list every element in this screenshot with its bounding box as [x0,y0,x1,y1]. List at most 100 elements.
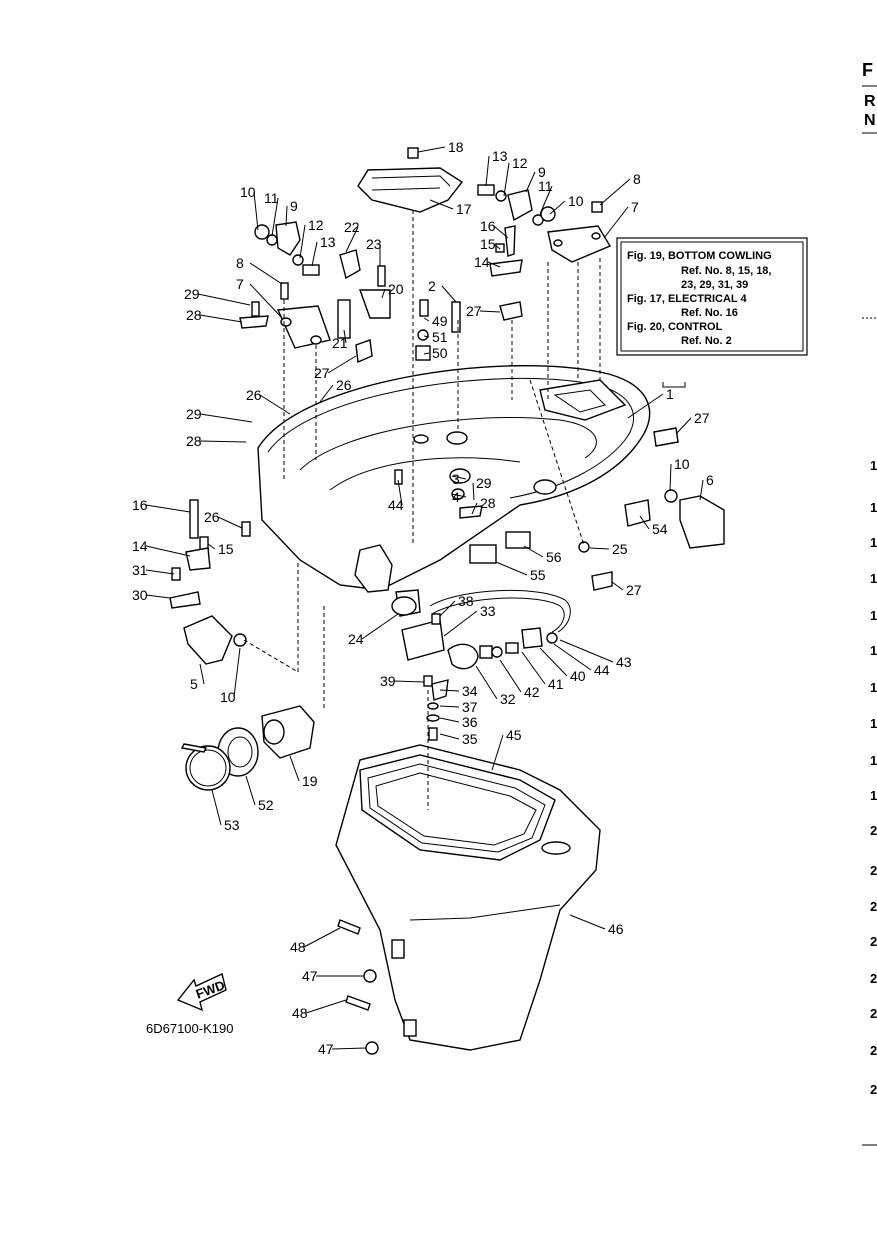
callout-leader [699,479,704,501]
part-callout: 28 [186,307,202,323]
edge-row-number: 2 [870,1043,877,1058]
callout-leader [249,262,283,285]
callout-leader [311,241,318,267]
callout-leader [245,775,256,806]
callout-leader [429,199,454,210]
callout-leader [417,146,446,153]
part-callout: 16 [480,218,496,234]
part-callout: 22 [344,219,360,235]
part-callout: 11 [538,178,553,194]
callout-leader [485,155,490,187]
part-callout: 45 [506,727,522,743]
part-callout: 53 [224,817,240,833]
edge-row-number: 1 [870,608,877,623]
callout-leader [503,162,510,197]
part-callout: 41 [548,676,564,692]
edge-letter: R [864,93,876,110]
part-callout: 26 [336,377,352,393]
small-parts: FWD 6D67100-K190 [146,147,725,1055]
callout-leader [439,705,460,708]
callout-leader [675,417,692,435]
ref-line: Fig. 20, CONTROL [627,321,723,333]
edge-row-number: 2 [870,863,877,878]
callout-leader [423,335,430,338]
part-callout: 33 [480,603,496,619]
part-callout: 32 [500,691,516,707]
callout-leader [145,545,191,557]
callout-leader [441,285,457,303]
part-callout: 10 [240,184,256,200]
callout-leader [343,329,347,344]
part-callout: 29 [184,286,200,302]
callout-leader [553,643,592,671]
part-callout: 52 [258,797,274,813]
part-callout: 10 [674,456,690,472]
part-callout: 35 [462,731,478,747]
callout-leader [525,171,536,193]
callout-leader [472,482,475,501]
edge-row-number: 2 [870,971,877,986]
part-callout: 4 [452,489,460,505]
part-callout: 26 [246,387,262,403]
ref-line: Ref. No. 16 [681,307,738,319]
part-callout: 19 [302,773,318,789]
callout-leader [559,639,614,663]
ref-bracket [662,382,686,388]
callout-leader [423,352,430,355]
part-callout: 49 [432,313,448,329]
callout-leader [611,581,624,591]
part-callout: 11 [264,190,279,206]
edge-letter: N [864,112,876,129]
ref-line: Ref. No. 8, 15, 18, [681,265,771,277]
part-callout: 29 [186,406,202,422]
callout-leader [249,283,283,319]
part-callout: 12 [512,155,528,171]
guide-lines [243,258,601,708]
edge-row-number: 1 [870,788,877,803]
callout-leader [491,734,504,771]
callout-leader [319,384,334,403]
ref-line: 23, 29, 31, 39 [681,279,748,291]
callout-leader [289,755,300,782]
part-callout: 7 [236,276,244,292]
callout-leader [539,647,568,677]
edge-row-number: 1 [870,753,877,768]
callout-leader [305,999,347,1014]
callout-leader [439,733,460,740]
callout-leader [439,689,460,692]
part-callout: 50 [432,345,448,361]
edge-row-number: 1 [870,571,877,586]
part-callout: 21 [332,335,348,351]
callout-leader [603,206,629,239]
part-callout: 54 [652,521,668,537]
callout-leader [253,191,259,231]
callout-leader [361,613,399,640]
callout-leader [233,647,241,698]
callout-leader [199,440,247,443]
part-callout: 36 [462,714,478,730]
edge-row-number: 1 [870,500,877,515]
part-callout: 16 [132,497,148,513]
part-callout: 10 [220,689,236,705]
upper-cover-17 [357,167,464,545]
callout-leader [345,226,359,253]
part-callout: 2 [428,278,436,294]
callout-leader [145,569,175,575]
ref-line: Ref. No. 2 [681,335,732,347]
edge-row-number: 2 [870,899,877,914]
part-callout: 38 [458,593,474,609]
ref-line: Fig. 19, BOTTOM COWLING [627,250,772,262]
callout-leader [495,561,528,576]
callout-leader [259,394,291,415]
reference-box: Fig. 19, BOTTOM COWLING Ref. No. 8, 15, … [616,237,808,388]
part-callout: 15 [218,541,234,557]
callout-leader [439,717,460,723]
callout-leader [479,310,501,313]
part-callout: 30 [132,587,148,603]
part-callout: 40 [570,668,586,684]
callout-leader [521,651,546,685]
part-callout: 39 [380,673,396,689]
edge-row-number: 2 [870,1082,877,1097]
